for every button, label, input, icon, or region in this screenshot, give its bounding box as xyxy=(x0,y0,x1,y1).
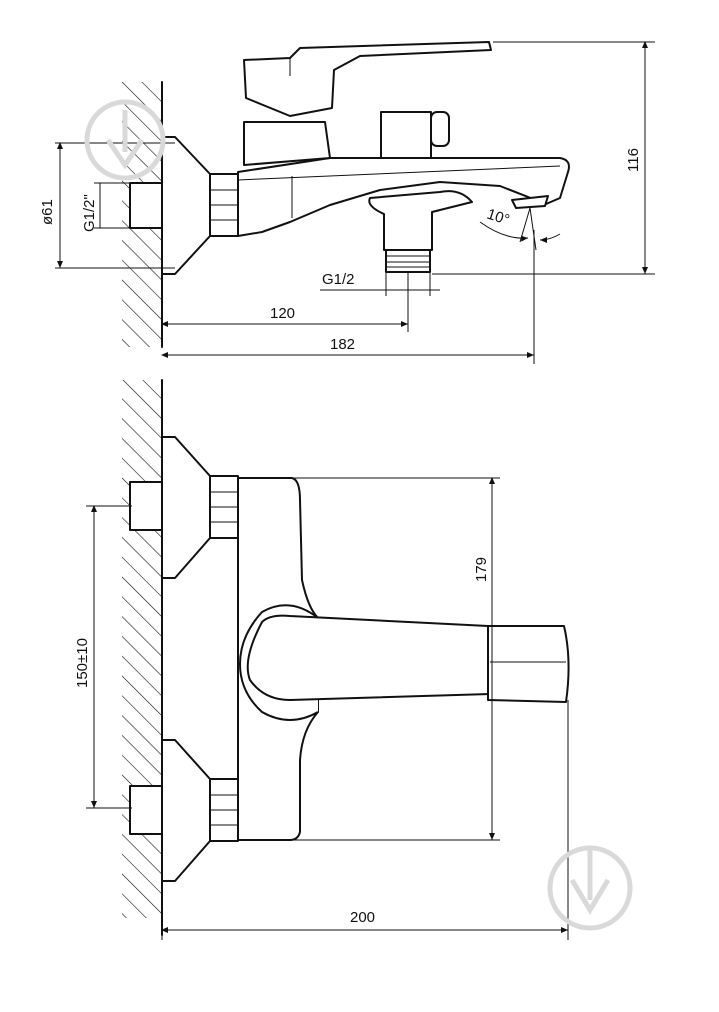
dim-pipe-diameter: ø61 xyxy=(39,142,175,269)
outlet-thread xyxy=(385,249,431,273)
watermark-logo-top-icon xyxy=(84,99,166,181)
dim-wall-thread: G1/2" xyxy=(81,182,130,232)
wall-inlet-pipe xyxy=(129,182,165,229)
label-outlet-thread: G1/2 xyxy=(322,271,355,288)
label-outlet-distance: 120 xyxy=(270,305,295,322)
watermark-logo-bottom-icon xyxy=(547,845,633,931)
label-body-height: 179 xyxy=(473,557,490,582)
dim-spout-angle: 10° xyxy=(479,206,561,251)
dim-outlet-thread: G1/2 xyxy=(320,271,440,296)
spout-aerator xyxy=(511,195,549,209)
connection-nut xyxy=(209,173,239,237)
dim-height: 116 xyxy=(432,41,655,275)
outlet-stem xyxy=(368,190,473,251)
dim-outlet-distance: 120 xyxy=(161,272,409,332)
lever-handle-front xyxy=(246,614,493,701)
label-pipe-diameter: ø61 xyxy=(39,199,56,225)
side-view: ø61 G1/2" G1/2 10° 116 xyxy=(39,41,655,364)
lever-handle-side xyxy=(243,41,492,117)
escutcheon-flange xyxy=(161,136,211,275)
wall-front-view xyxy=(122,379,163,936)
dim-spout-reach: 182 xyxy=(161,230,535,364)
spout-front xyxy=(487,625,570,703)
dim-total-width: 200 xyxy=(161,700,569,940)
label-inlet-spacing: 150±10 xyxy=(74,638,91,688)
front-view: 179 150±10 200 xyxy=(74,379,570,940)
dim-inlet-spacing: 150±10 xyxy=(74,505,132,809)
label-total-width: 200 xyxy=(350,909,375,926)
label-spout-reach: 182 xyxy=(330,336,355,353)
dim-body-height: 179 xyxy=(292,477,500,841)
label-wall-thread: G1/2" xyxy=(81,194,98,232)
upper-inlet-assembly xyxy=(129,436,239,579)
lower-inlet-assembly xyxy=(129,739,239,882)
cartridge-housing xyxy=(243,121,331,166)
diverter-knob xyxy=(380,111,450,159)
label-spout-angle: 10° xyxy=(485,206,512,229)
label-height: 116 xyxy=(625,148,642,172)
mixer-body-side xyxy=(237,157,570,237)
